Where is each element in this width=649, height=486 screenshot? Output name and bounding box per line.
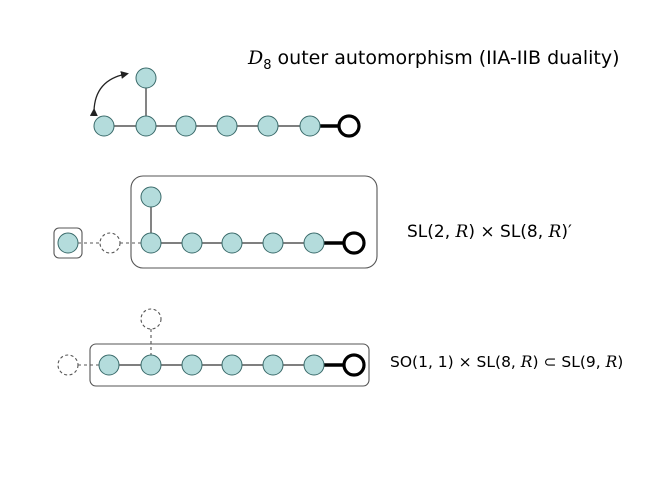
dynkin-node <box>98 354 120 376</box>
dynkin-diagram-row-1 <box>89 67 361 138</box>
row3-label: SO(1, 1) × SL(8, R) ⊂ SL(9, R) <box>390 353 623 371</box>
dynkin-node <box>216 115 238 137</box>
sl8-box <box>130 175 378 269</box>
dynkin-diagram-row-2 <box>53 175 378 269</box>
end-node <box>342 231 366 255</box>
dynkin-node <box>140 354 162 376</box>
dynkin-node <box>221 232 243 254</box>
dynkin-node <box>221 354 243 376</box>
dashed-node <box>140 308 162 330</box>
sl2-box <box>53 227 83 259</box>
end-node <box>342 353 366 377</box>
dynkin-node <box>262 232 284 254</box>
dynkin-node <box>135 115 157 137</box>
dashed-node <box>57 354 79 376</box>
dynkin-node <box>140 186 162 208</box>
dynkin-node <box>181 354 203 376</box>
dynkin-node <box>303 354 325 376</box>
dynkin-node <box>262 354 284 376</box>
end-node <box>337 114 361 138</box>
dynkin-node <box>175 115 197 137</box>
dynkin-node <box>181 232 203 254</box>
dynkin-node <box>257 115 279 137</box>
dashed-node <box>99 232 121 254</box>
dynkin-node <box>303 232 325 254</box>
dynkin-node <box>93 115 115 137</box>
dynkin-diagram-row-3 <box>57 308 370 387</box>
dynkin-node <box>140 232 162 254</box>
automorphism-arrow <box>89 71 129 117</box>
dynkin-node <box>135 67 157 89</box>
dynkin-node <box>299 115 321 137</box>
dynkin-node <box>57 232 79 254</box>
row2-label: SL(2, R) × SL(8, R)′ <box>407 222 572 242</box>
diagram-title: D8 outer automorphism (IIA-IIB duality) <box>247 47 620 73</box>
